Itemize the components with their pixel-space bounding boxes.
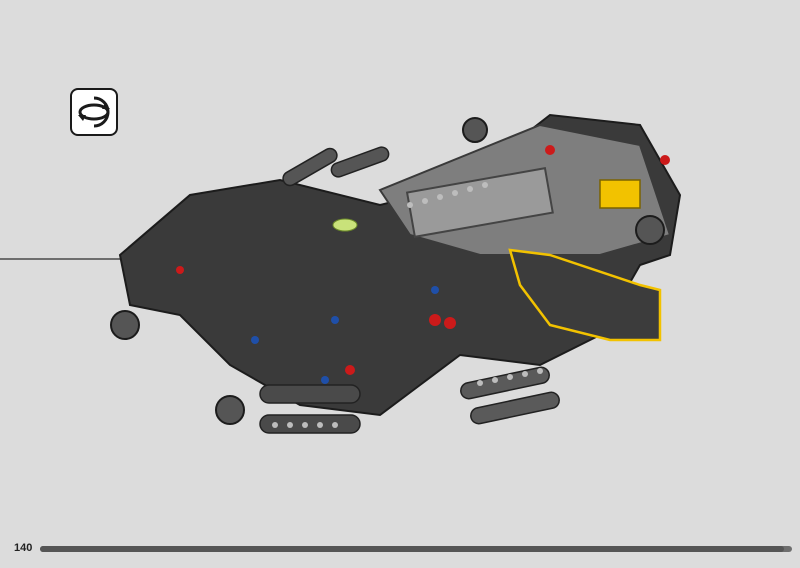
progress-fill [40, 546, 785, 552]
progress-bar [40, 546, 792, 552]
rotate-model-icon [70, 88, 118, 136]
lego-technic-model-illustration [110, 113, 682, 434]
page-number: 140 [14, 542, 33, 554]
